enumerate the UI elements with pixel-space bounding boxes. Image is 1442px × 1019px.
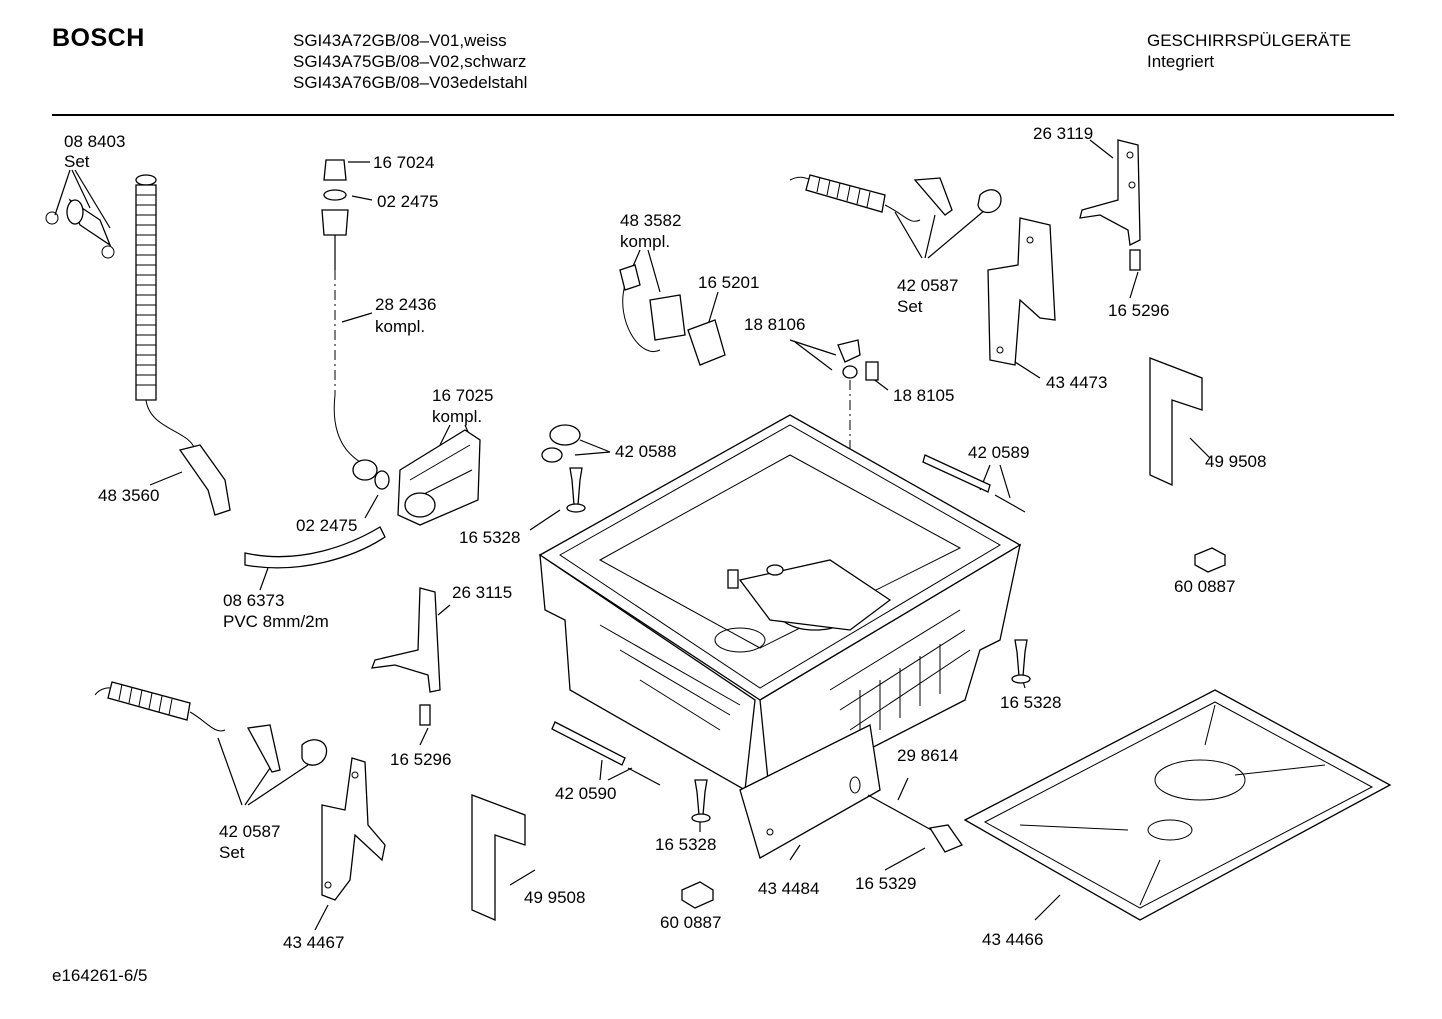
- connector-part: [687, 319, 726, 366]
- part-note-420587-bottom: Set: [219, 843, 245, 862]
- drain-hose-part: [135, 174, 231, 516]
- part-number-420589: 42 0589: [968, 443, 1030, 462]
- part-number-263115: 26 3115: [452, 583, 513, 602]
- part-number-022475-bottom: 02 2475: [296, 516, 358, 535]
- category-title: GESCHIRRSPÜLGERÄTE: [1147, 31, 1352, 50]
- part-number-282436: 28 2436: [375, 295, 437, 314]
- cable-harness-part: [619, 264, 686, 353]
- kick-panel-part: [739, 724, 881, 859]
- part-number-600887-left: 60 0887: [660, 913, 722, 932]
- part-note-420587-top: Set: [897, 297, 923, 316]
- part-number-165296-top: 16 5296: [1108, 301, 1170, 320]
- valve-block-part: [397, 429, 481, 526]
- part-number-434467: 43 4467: [283, 933, 345, 952]
- foam-block-left-part: [681, 881, 714, 909]
- hose-clamp-set-part: [45, 198, 115, 259]
- part-number-165296-bottom: 16 5296: [390, 750, 452, 769]
- foam-block-right-part: [1194, 547, 1226, 573]
- part-number-434473: 43 4473: [1046, 373, 1108, 392]
- screw-foot-parts: [566, 467, 1031, 823]
- part-number-263119: 26 3119: [1033, 124, 1094, 143]
- spring-set-bottom-part: [94, 681, 328, 773]
- category-subtitle: Integriert: [1147, 52, 1215, 71]
- part-number-483582: 48 3582: [620, 211, 682, 230]
- part-number-165329: 16 5329: [855, 874, 917, 893]
- hinge-bracket-top-part: [1079, 139, 1141, 271]
- part-number-167025: 16 7025: [432, 386, 494, 405]
- guide-rod-top-part: [922, 454, 1026, 513]
- part-number-420587-bottom: 42 0587: [219, 822, 281, 841]
- part-number-420588: 42 0588: [615, 442, 677, 461]
- spring-set-top-part: [789, 174, 1002, 222]
- part-number-483560: 48 3560: [98, 486, 160, 505]
- model-line-3: SGI43A76GB/08–V03edelstahl: [293, 73, 528, 92]
- base-plate-part: [963, 689, 1392, 921]
- header-divider: [52, 114, 1394, 116]
- hinge-bracket-left-part: [371, 587, 441, 726]
- part-number-165201: 16 5201: [698, 273, 760, 292]
- guide-rod-bottom-part: [551, 721, 661, 786]
- model-line-1: SGI43A72GB/08–V01,weiss: [293, 31, 507, 50]
- side-plate-left-part: [321, 757, 386, 901]
- part-number-022475-top: 02 2475: [377, 192, 439, 211]
- part-number-165328-left: 16 5328: [459, 528, 521, 547]
- aquastop-hose-part: [321, 159, 390, 490]
- part-note-483582: kompl.: [620, 232, 671, 251]
- template-strip-left-part: [471, 794, 526, 921]
- document-id: e164261-6/5: [52, 966, 148, 985]
- part-number-434484: 43 4484: [758, 879, 820, 898]
- template-strip-right-part: [1149, 357, 1203, 487]
- base-tub-frame-part: [538, 414, 1022, 802]
- part-number-434466: 43 4466: [982, 930, 1044, 949]
- part-number-499508-left: 49 9508: [524, 888, 586, 907]
- part-note-282436: kompl.: [375, 317, 426, 336]
- part-number-499508-right: 49 9508: [1205, 452, 1267, 471]
- pvc-hose-part: [244, 526, 386, 569]
- part-number-165328-bottom: 16 5328: [655, 835, 717, 854]
- part-number-086373: 08 6373: [223, 591, 285, 610]
- part-note-167025: kompl.: [432, 407, 483, 426]
- model-line-2: SGI43A75GB/08–V02,schwarz: [293, 52, 527, 71]
- part-number-188105: 18 8105: [893, 386, 955, 405]
- brand-logo: BOSCH: [52, 24, 145, 52]
- part-number-420590: 42 0590: [555, 784, 617, 803]
- part-number-420587-top: 42 0587: [897, 276, 959, 295]
- part-number-298614: 29 8614: [897, 746, 959, 765]
- part-note-086373: PVC 8mm/2m: [223, 612, 329, 631]
- side-plate-right-part: [987, 217, 1056, 366]
- part-number-600887-right: 60 0887: [1174, 577, 1236, 596]
- part-note-088403: Set: [64, 152, 90, 171]
- part-number-188106: 18 8106: [744, 315, 806, 334]
- part-number-165328-right: 16 5328: [1000, 693, 1062, 712]
- part-number-167024: 16 7024: [373, 153, 435, 172]
- adjusting-screw-part: [867, 794, 963, 853]
- drive-gear-part: [541, 424, 581, 463]
- part-number-088403: 08 8403: [64, 132, 126, 151]
